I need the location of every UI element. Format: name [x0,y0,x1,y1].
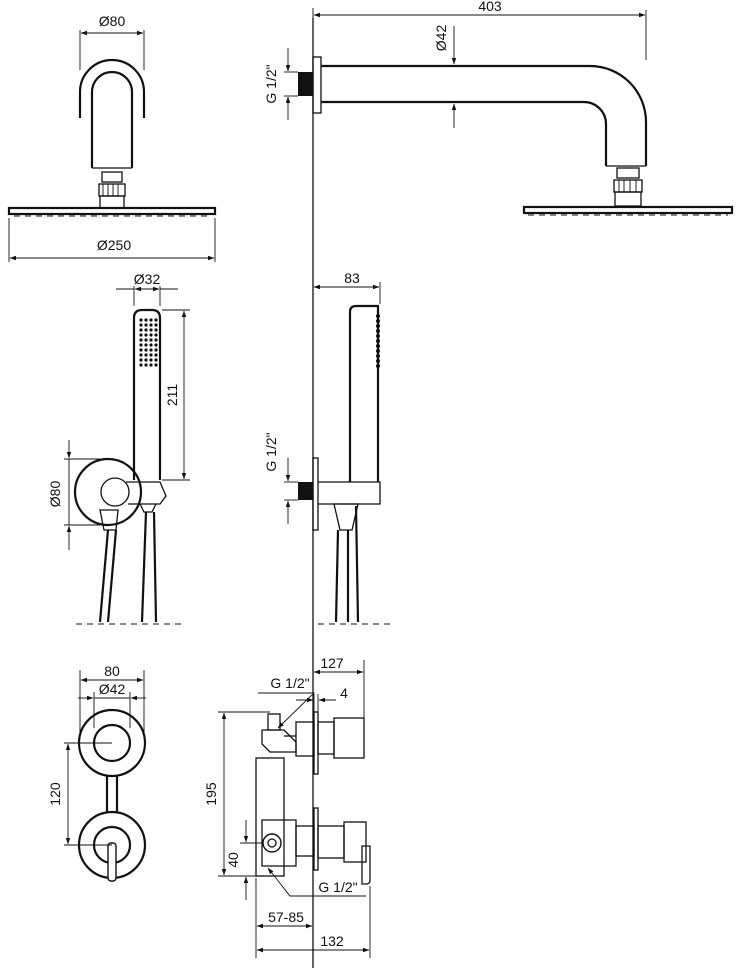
valve-thread-bottom-label: G 1/2" [318,879,357,895]
holder-flange-dia-label: Ø80 [47,481,63,508]
holder-depth-label: 83 [344,270,360,286]
valve-height-label: 195 [203,782,219,806]
hand-shower-nozzles [139,318,158,367]
mixer-plate-front-view: 80 Ø42 120 [47,663,147,882]
shower-head-front-view: Ø80 Ø250 [7,13,217,262]
valve-thread-top-label: G 1/2" [270,675,309,691]
side-nozzles [376,314,380,368]
arm-length-label: 403 [478,0,502,14]
valve-depth-label: 127 [320,655,344,671]
flange-thickness-label: 4 [340,685,348,701]
plate-width-label: 80 [104,663,120,679]
arm-thread-label: G 1/2" [263,64,279,103]
holder-thread-label: G 1/2" [263,432,279,471]
hand-shower-side-view: 83 G 1/2" [263,270,390,625]
head-dia-label: Ø250 [97,237,131,253]
hand-dia-label: Ø32 [134,271,161,287]
hand-shower-front-view: Ø32 211 Ø80 [47,271,190,625]
total-depth-label: 132 [320,933,344,949]
install-depth-label: 57-85 [268,909,304,925]
outlet-spacing-label: 40 [225,852,241,868]
head-flange-dia-label: Ø80 [99,13,126,29]
mixer-valve-side-view: 127 G 1/2" 4 195 40 G 1/2" 57-85 132 [203,655,371,958]
shower-arm-side-view: 403 Ø42 G 1/2" [263,0,734,216]
knob-spacing-label: 120 [47,782,63,806]
hand-length-label: 211 [164,384,180,407]
knob-dia-label: Ø42 [99,681,126,697]
arm-tube-dia-label: Ø42 [433,25,449,52]
